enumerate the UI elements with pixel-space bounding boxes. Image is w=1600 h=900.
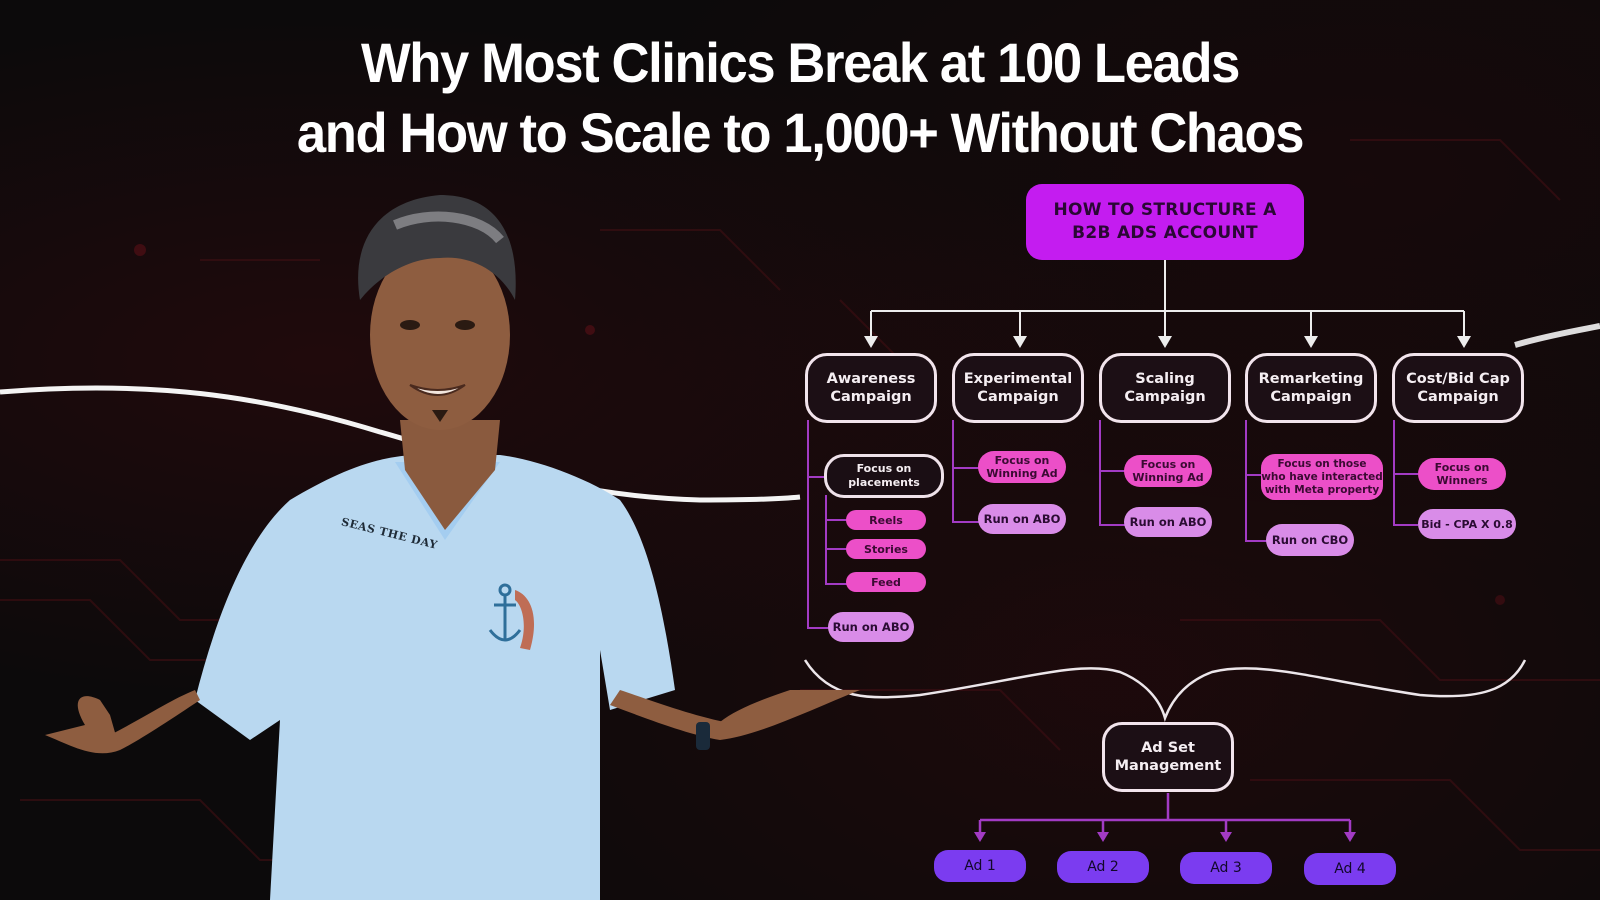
headline-line-1: Why Most Clinics Break at 100 Leads [360,31,1240,94]
left-hand [45,696,120,754]
campaign-subtitle: Campaign [1124,389,1206,405]
campaign-title: Cost/Bid Cap [1406,371,1510,387]
feed-pill: Feed [846,572,926,592]
pill-label: Run on ABO [1129,515,1207,529]
ad-label: Ad 3 [1210,860,1242,876]
node-line: with Meta property [1264,483,1380,496]
headline-line-2: and How to Scale to 1,000+ Without Chaos [296,101,1305,164]
node-line: Focus on [856,462,912,475]
root-line-2: B2B ADS ACCOUNT [1072,223,1258,243]
node-line: Winners [1436,474,1488,487]
root-connectors [870,260,1465,338]
pill-label: Feed [871,575,901,589]
node-line: Focus on [994,454,1050,467]
node-line: who have interacted [1261,470,1383,483]
campaign-subtitle: Campaign [1270,389,1352,405]
pill-label: Bid - CPA X 0.8 [1421,517,1513,531]
wave-line-right [1514,323,1600,348]
ad-label: Ad 4 [1334,861,1366,877]
node-line: Focus on [1434,461,1490,474]
root-arrowheads [864,336,1471,348]
root-line-1: HOW TO STRUCTURE A [1053,200,1277,220]
campaign-title: Remarketing [1258,371,1364,387]
experimental-run-on-abo-pill: Run on ABO [978,504,1066,534]
reels-pill: Reels [846,510,926,530]
pill-label: Reels [869,513,903,527]
ad-2-pill: Ad 2 [1057,851,1149,883]
awareness-run-on-abo-pill: Run on ABO [828,612,914,642]
ad-3-pill: Ad 3 [1180,852,1272,884]
node-line: Focus on [1140,458,1196,471]
pill-label: Run on ABO [983,512,1061,526]
pill-label: Stories [864,542,908,556]
adset-line-2: Management [1114,758,1222,774]
campaign-subtitle: Campaign [830,389,912,405]
anchor-logo [488,583,522,642]
headline: Why Most Clinics Break at 100 Leads and … [48,28,1552,168]
brace-connector [803,659,1527,722]
scaling-run-on-abo-pill: Run on ABO [1124,507,1212,537]
pill-label: Run on CBO [1271,533,1349,547]
campaign-title: Scaling [1135,371,1195,387]
campaign-subtitle: Campaign [1417,389,1499,405]
ad-1-pill: Ad 1 [934,850,1026,882]
campaign-title: Awareness [826,371,916,387]
stories-pill: Stories [846,539,926,559]
cost-bid-cpa-pill: Bid - CPA X 0.8 [1418,509,1516,539]
adset-line-1: Ad Set [1141,740,1195,756]
campaign-title: Experimental [963,371,1073,387]
adset-connectors [978,793,1352,834]
circuit-traces [0,139,1600,861]
right-hand [720,690,860,740]
face [370,240,510,430]
adset-arrowheads [974,832,1356,842]
ad-label: Ad 1 [964,858,996,874]
campaign-subtitle: Campaign [977,389,1059,405]
diagram-root-node: HOW TO STRUCTURE A B2B ADS ACCOUNT [1026,184,1304,260]
remarketing-run-on-cbo-pill: Run on CBO [1266,524,1354,556]
node-line: Focus on those [1277,457,1367,470]
pill-label: Run on ABO [832,620,910,634]
wristwatch [696,722,710,750]
node-line: Winning Ad [986,467,1058,480]
shirt [195,455,675,900]
campaign-child-connectors [807,420,1418,629]
presenter-figure [45,195,860,900]
node-line: Winning Ad [1132,471,1204,484]
node-line: placements [848,476,920,489]
ad-label: Ad 2 [1087,859,1119,875]
ad-4-pill: Ad 4 [1304,853,1396,885]
